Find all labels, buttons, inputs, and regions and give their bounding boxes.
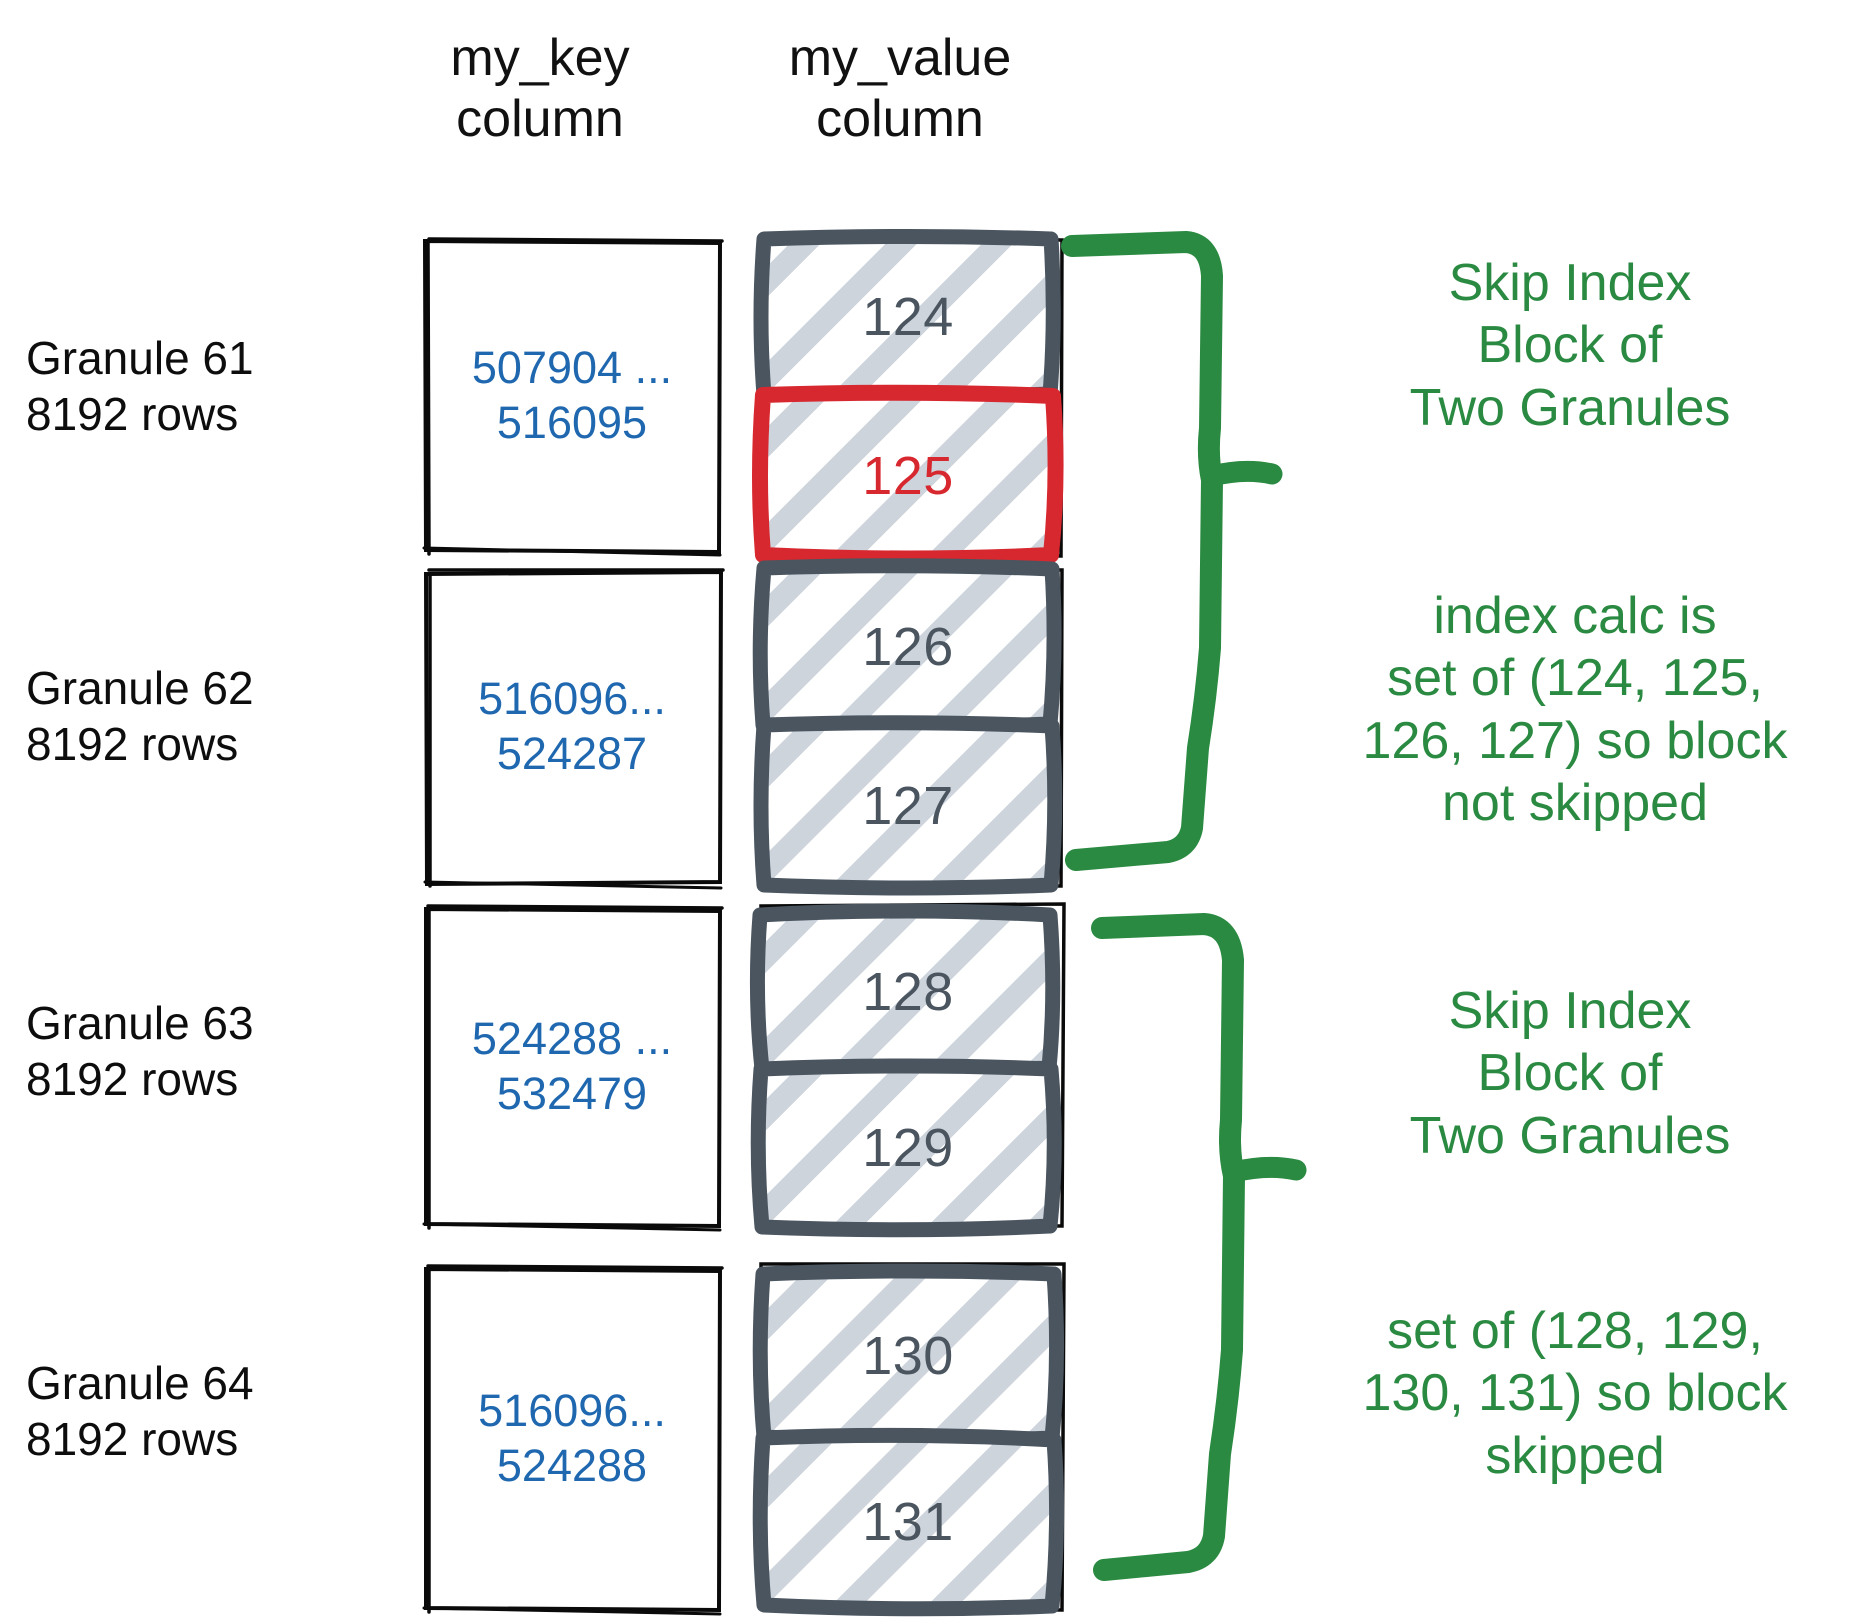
value-number-131: 131	[862, 1492, 954, 1552]
value-cell-130: 130	[752, 1263, 1065, 1449]
key-box-outline-icon	[422, 237, 724, 557]
column-header-my-value: my_value column	[788, 29, 1012, 149]
key-box-granule-62: 516096... 524287	[423, 568, 725, 890]
value-cell-129: 129	[750, 1058, 1062, 1238]
granule-label-64: Granule 64 8192 rows	[26, 1357, 254, 1466]
value-cell-131: 131	[752, 1427, 1065, 1617]
key-box-granule-61: 507904 ... 516095	[422, 237, 724, 557]
annotation-index-calc-not-skipped: index calc is set of (124, 125, 126, 127…	[1362, 587, 1788, 833]
skip-index-brace-1-icon	[1061, 231, 1283, 871]
key-box-outline-icon	[422, 1264, 724, 1616]
value-cell-127: 127	[753, 715, 1063, 896]
value-cell-124: 124	[753, 229, 1061, 405]
key-box-outline-icon	[423, 568, 725, 890]
annotation-skip-index-block-1: Skip Index Block of Two Granules	[1409, 254, 1731, 437]
annotation-skip-index-block-2: Skip Index Block of Two Granules	[1409, 982, 1731, 1165]
value-cell-126: 126	[752, 558, 1062, 735]
value-number-130: 130	[862, 1326, 954, 1386]
value-number-125: 125	[862, 445, 954, 506]
skip-index-brace-2-icon	[1091, 913, 1307, 1581]
key-box-granule-64: 516096... 524288	[422, 1264, 724, 1616]
granule-label-61: Granule 61 8192 rows	[26, 332, 254, 441]
value-number-129: 129	[862, 1118, 954, 1178]
column-header-my-key: my_key column	[450, 29, 630, 149]
value-number-127: 127	[862, 775, 954, 836]
value-number-128: 128	[862, 961, 954, 1022]
value-cell-128: 128	[749, 903, 1061, 1079]
value-group-granule-63: 128 129	[749, 902, 1066, 1238]
annotation-set-of-skipped: set of (128, 129, 130, 131) so block ski…	[1362, 1302, 1788, 1485]
value-number-126: 126	[862, 616, 954, 677]
key-box-outline-icon	[422, 904, 724, 1232]
value-cell-125: 125	[752, 384, 1064, 567]
granule-label-62: Granule 62 8192 rows	[26, 662, 254, 771]
value-group-granule-62: 126 127	[752, 558, 1064, 896]
key-box-granule-63: 524288 ... 532479	[422, 904, 724, 1232]
value-number-124: 124	[862, 286, 954, 347]
value-group-granule-64: 130 131	[752, 1262, 1066, 1617]
granule-label-63: Granule 63 8192 rows	[26, 997, 254, 1106]
value-group-granule-61: 124 125	[752, 229, 1064, 567]
